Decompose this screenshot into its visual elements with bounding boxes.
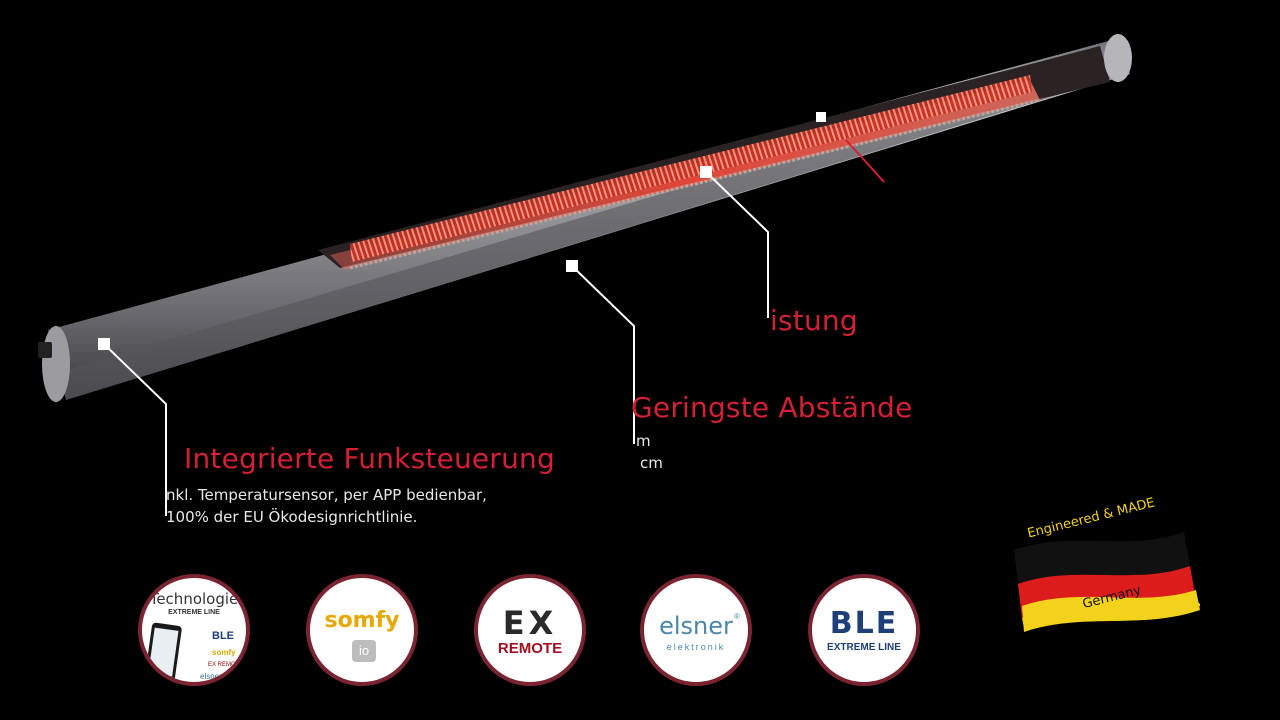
- badge-technologie-mini-somfy: somfy: [212, 648, 236, 657]
- feature-desc-wireless-line2: 100% der EU Ökodesignrichtlinie.: [166, 508, 418, 526]
- feature-desc-distance-line2: cm: [640, 454, 663, 472]
- badge-somfy-io: io: [352, 640, 376, 662]
- badge-somfy: somfy io: [306, 574, 418, 686]
- badge-ex-remote-ex: EX: [502, 604, 558, 642]
- germany-flag: [1014, 532, 1200, 632]
- badge-elsner-brand: elsner: [659, 612, 733, 640]
- smartphone-icon: [143, 622, 183, 682]
- feature-desc-distance: m cm: [636, 430, 663, 474]
- badge-ble-sub: EXTREME LINE: [827, 642, 901, 653]
- feature-title-wireless: Integrierte Funksteuerung: [184, 442, 555, 475]
- callout-lines: [103, 171, 769, 516]
- badge-ble-brand: BLE: [829, 606, 899, 641]
- badge-somfy-brand: somfy: [324, 608, 400, 633]
- badge-ex-remote-remote: REMOTE: [497, 640, 563, 657]
- feature-desc-distance-line1: m: [636, 432, 651, 450]
- feature-title-distance: Geringste Abstände: [631, 391, 913, 424]
- badge-technologie-mini-elsner: elsner: [200, 672, 222, 681]
- badge-technologie: Technologie EXTREME LINE BLE somfy EX RE…: [138, 574, 250, 686]
- callout-markers: [98, 112, 826, 350]
- feature-desc-wireless: nkl. Temperatursensor, per APP bedienbar…: [166, 484, 487, 528]
- red-pointer-line: [845, 139, 885, 183]
- feature-title-power: istung: [770, 304, 858, 337]
- badge-technologie-sub: EXTREME LINE: [168, 609, 220, 616]
- badge-technologie-mini-ex: EX REMOTE: [208, 662, 244, 668]
- feature-desc-wireless-line1: nkl. Temperatursensor, per APP bedienbar…: [166, 486, 487, 504]
- badge-technologie-heading: Technologie: [149, 590, 239, 608]
- badge-ex-remote: EX REMOTE: [474, 574, 586, 686]
- badge-elsner: elsner ® elektronik: [640, 574, 752, 686]
- heater-tube: [38, 34, 1132, 402]
- badge-elsner-reg: ®: [734, 612, 740, 621]
- badge-elsner-sub: elektronik: [666, 642, 726, 652]
- badge-technologie-mini-ble: BLE: [212, 630, 234, 642]
- badge-ble: BLE EXTREME LINE: [808, 574, 920, 686]
